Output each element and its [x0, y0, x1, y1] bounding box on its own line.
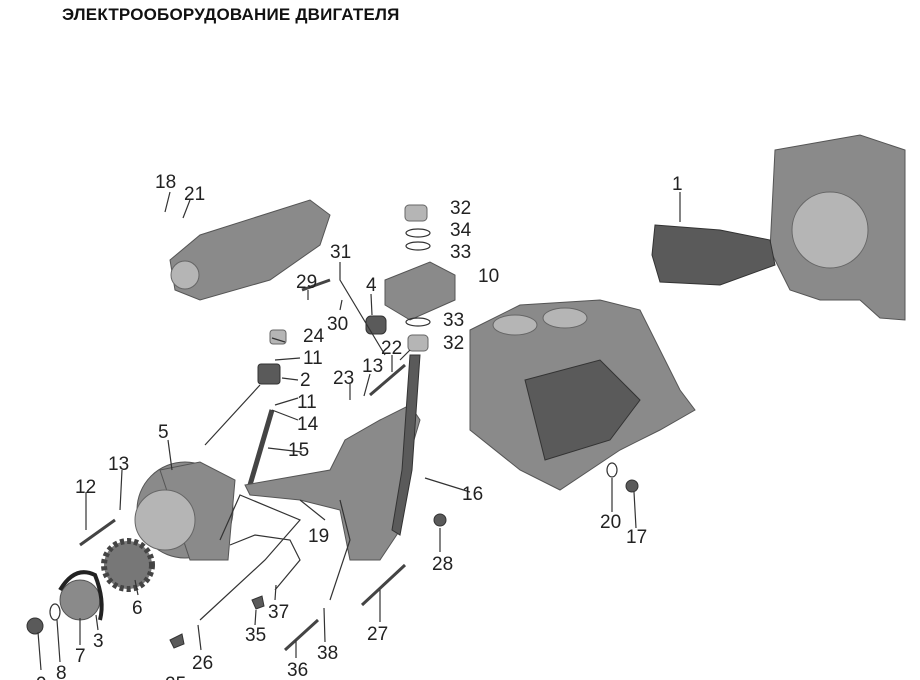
cylinder-bore: [492, 314, 538, 336]
part-label: 6: [132, 598, 143, 619]
part-label: 10: [478, 266, 499, 287]
support-bar: [391, 354, 421, 536]
washer: [405, 228, 431, 238]
relay-box: [384, 261, 456, 321]
part-label: 26: [192, 653, 213, 674]
part-label: 31: [330, 242, 351, 263]
part-label: 33: [443, 310, 464, 331]
part-label: 9: [36, 674, 47, 680]
part-label: 21: [184, 184, 205, 205]
bracket: [257, 363, 281, 385]
nut: [433, 513, 447, 527]
washer: [405, 317, 431, 327]
part-label: 11: [297, 392, 317, 413]
fan: [101, 538, 155, 592]
part-label: 38: [317, 643, 338, 664]
part-label: 27: [367, 624, 388, 645]
cylinder-bore: [542, 307, 588, 329]
bolt: [79, 518, 116, 547]
part-label: 30: [327, 314, 348, 335]
part-label: 32: [443, 333, 464, 354]
part-label: 3: [93, 631, 104, 652]
part-label: 13: [362, 356, 383, 377]
part-label: 2: [300, 370, 311, 391]
block-side: [524, 359, 641, 461]
bushing: [404, 204, 428, 222]
part-label: 36: [287, 660, 308, 680]
part-label: 24: [303, 326, 325, 347]
alternator-face: [134, 489, 196, 551]
bolt: [369, 363, 406, 397]
starter-motor: [651, 224, 776, 286]
part-label: 35: [245, 625, 266, 646]
part-label: 12: [75, 477, 96, 498]
belt: [58, 570, 104, 621]
part-label: 29: [296, 272, 317, 293]
manifold-flange: [170, 260, 200, 290]
pulley: [59, 579, 101, 621]
part-label: 22: [381, 338, 402, 359]
alternator-body: [159, 461, 236, 561]
part-label: 13: [108, 454, 129, 475]
sleeve: [365, 315, 387, 335]
exhaust-manifold: [169, 199, 331, 301]
part-label: 25: [165, 674, 186, 680]
part-label: 34: [450, 220, 472, 241]
part-label: 5: [158, 422, 169, 443]
part-label: 8: [56, 663, 67, 680]
part-label: 19: [308, 526, 329, 547]
bolt: [301, 278, 331, 292]
part-label: 15: [288, 440, 309, 461]
leader-lines: [37, 191, 681, 671]
part-label: 16: [462, 484, 483, 505]
flywheel-housing-bore: [791, 191, 869, 269]
part-label: 18: [155, 172, 176, 193]
part-label: 17: [626, 527, 647, 548]
part-label: 4: [366, 275, 377, 296]
bolt: [360, 563, 407, 607]
bushing: [407, 334, 429, 352]
bolt-head: [169, 633, 185, 649]
part-label: 11: [303, 348, 323, 369]
part-label: 20: [600, 512, 621, 533]
part-label: 37: [268, 602, 289, 623]
adjusting-rod: [247, 409, 275, 486]
part-label: 7: [75, 646, 86, 667]
bolt: [283, 618, 320, 652]
part-label: 23: [333, 368, 354, 389]
part-label: 1: [672, 174, 683, 195]
part-label: 32: [450, 198, 471, 219]
page-title: ЭЛЕКТРООБОРУДОВАНИЕ ДВИГАТЕЛЯ: [62, 5, 400, 24]
part-label: 33: [450, 242, 471, 263]
washer: [606, 462, 618, 478]
part-label: 28: [432, 554, 453, 575]
sensor: [625, 479, 639, 493]
washer: [49, 603, 61, 621]
bolt-head: [251, 595, 265, 610]
nut: [26, 617, 44, 635]
washer: [405, 241, 431, 251]
part-labels: 1 18 21 32 34 33 10 31 29 4 30 33 32 24 …: [36, 172, 683, 680]
part-label: 14: [297, 414, 319, 435]
